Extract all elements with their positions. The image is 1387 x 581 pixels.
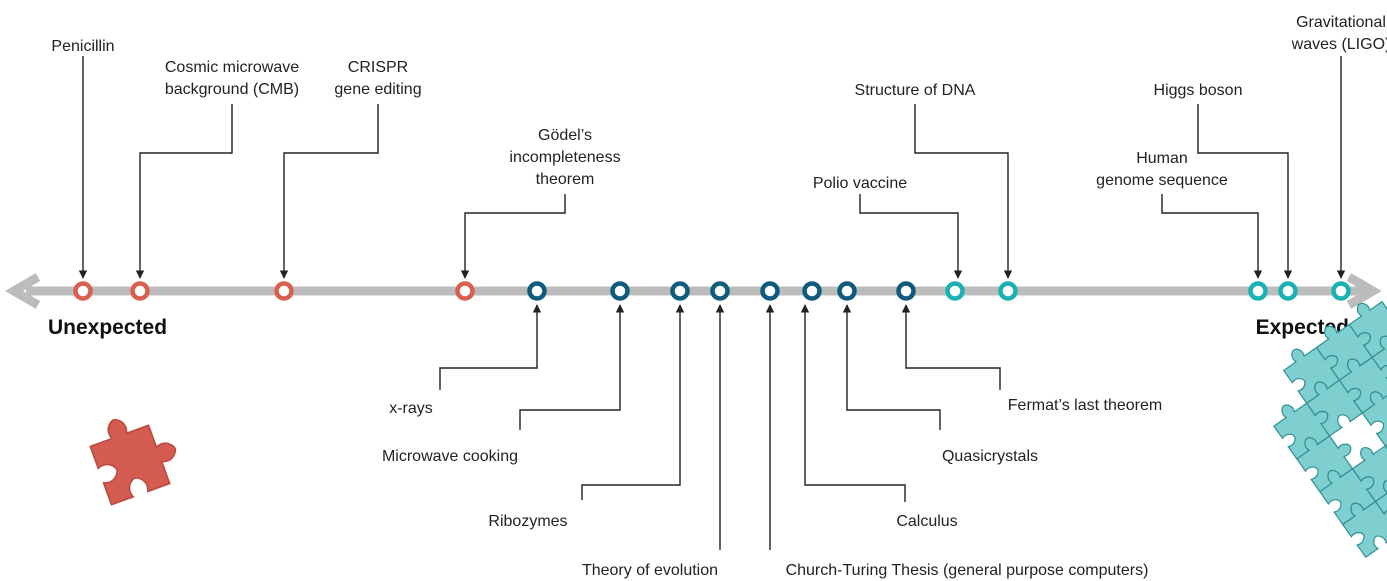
cmb-label-line: background (CMB) xyxy=(165,81,299,98)
left-arrowhead xyxy=(5,273,41,309)
microwave-leader-line xyxy=(519,304,625,430)
church-marker xyxy=(760,281,780,301)
calculus-label: Calculus xyxy=(896,513,957,530)
church-label-line: Church-Turing Thesis (general purpose co… xyxy=(786,562,1149,579)
ribozymes-label-line: Ribozymes xyxy=(488,513,567,530)
spectrum-axis xyxy=(5,273,1382,309)
ligo-label-line: Gravitational xyxy=(1296,14,1386,31)
unexpected-axis-label: Unexpected xyxy=(48,316,167,339)
godel-leader-line xyxy=(460,194,566,279)
single-red-puzzle-piece-icon xyxy=(83,402,187,506)
quasi-marker xyxy=(837,281,857,301)
calculus-marker xyxy=(802,281,822,301)
microwave-label: Microwave cooking xyxy=(382,448,518,465)
leader-lines xyxy=(78,56,1346,550)
higgs-label: Higgs boson xyxy=(1154,82,1243,99)
godel-marker xyxy=(455,281,475,301)
polio-label: Polio vaccine xyxy=(813,175,907,192)
evolution-label-line: Theory of evolution xyxy=(582,562,718,579)
fermat-marker xyxy=(896,281,916,301)
microwave-marker xyxy=(610,281,630,301)
ribozymes-leader-line xyxy=(581,304,685,500)
evolution-marker xyxy=(710,281,730,301)
xrays-label: x-rays xyxy=(389,400,433,417)
right-arrowhead xyxy=(1346,273,1382,309)
ribozymes-marker xyxy=(670,281,690,301)
fermat-leader-line xyxy=(901,304,1001,390)
dna-leader-line xyxy=(914,104,1013,279)
genome-leader-line xyxy=(1161,194,1263,279)
quasi-leader-line xyxy=(842,304,941,430)
cmb-label: Cosmic microwave background (CMB) xyxy=(165,59,299,98)
godel-label-line: incompleteness xyxy=(509,149,620,166)
higgs-leader-line xyxy=(1197,104,1293,279)
ribozymes-label: Ribozymes xyxy=(488,513,567,530)
crispr-label-line: CRISPR xyxy=(348,59,408,76)
penicillin-label: Penicillin xyxy=(51,38,114,55)
fermat-label-line: Fermat’s last theorem xyxy=(1008,397,1162,414)
higgs-label-line: Higgs boson xyxy=(1154,82,1243,99)
quasi-label: Quasicrystals xyxy=(942,448,1038,465)
genome-label-line: Human xyxy=(1136,150,1188,167)
xrays-leader-line xyxy=(439,304,542,390)
polio-label-line: Polio vaccine xyxy=(813,175,907,192)
crispr-marker xyxy=(274,281,294,301)
xrays-label-line: x-rays xyxy=(389,400,433,417)
ligo-marker xyxy=(1331,281,1351,301)
cmb-marker xyxy=(130,281,150,301)
dna-label: Structure of DNA xyxy=(855,82,976,99)
xrays-marker xyxy=(527,281,547,301)
dna-label-line: Structure of DNA xyxy=(855,82,976,99)
ligo-label-line: waves (LIGO) xyxy=(1291,36,1387,53)
godel-label-line: theorem xyxy=(536,171,595,188)
crispr-label: CRISPR gene editing xyxy=(334,59,421,98)
evolution-label: Theory of evolution xyxy=(582,562,718,579)
dna-marker xyxy=(998,281,1018,301)
microwave-label-line: Microwave cooking xyxy=(382,448,518,465)
higgs-marker xyxy=(1278,281,1298,301)
polio-marker xyxy=(945,281,965,301)
quasi-label-line: Quasicrystals xyxy=(942,448,1038,465)
crispr-leader-line xyxy=(279,104,379,279)
cmb-label-line: Cosmic microwave xyxy=(165,59,299,76)
godel-label-line: Gödel’s xyxy=(538,127,592,144)
genome-label-line: genome sequence xyxy=(1096,172,1228,189)
penicillin-marker xyxy=(73,281,93,301)
calculus-leader-line xyxy=(800,304,906,502)
calculus-label-line: Calculus xyxy=(896,513,957,530)
genome-marker xyxy=(1248,281,1268,301)
fermat-label: Fermat’s last theorem xyxy=(1008,397,1162,414)
polio-leader-line xyxy=(859,194,963,279)
genome-label: Human genome sequence xyxy=(1096,150,1228,189)
crispr-label-line: gene editing xyxy=(334,81,421,98)
ligo-label: Gravitational waves (LIGO) xyxy=(1291,14,1387,53)
godel-label: Gödel’s incompleteness theorem xyxy=(509,127,620,188)
discovery-markers xyxy=(73,281,1351,301)
church-label: Church-Turing Thesis (general purpose co… xyxy=(786,562,1149,579)
cmb-leader-line xyxy=(135,104,233,279)
penicillin-label-line: Penicillin xyxy=(51,38,114,55)
